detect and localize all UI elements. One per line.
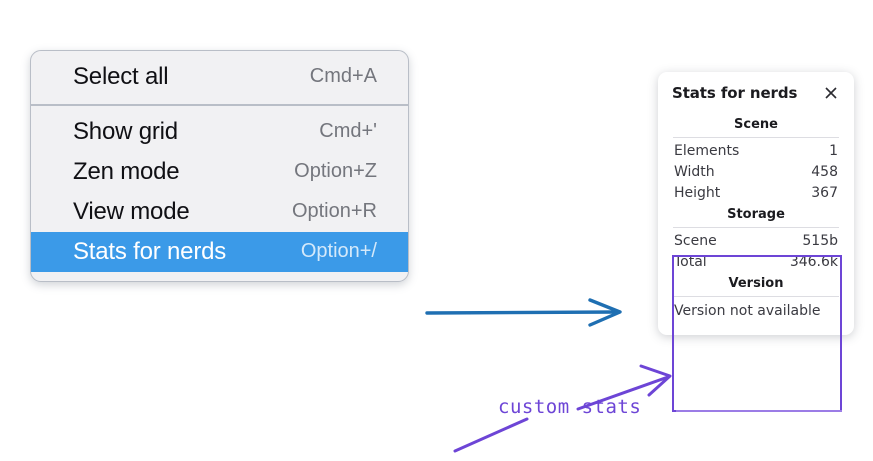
menu-item-label: Zen mode — [73, 157, 180, 185]
menu-group-2: Show grid Cmd+' Zen mode Option+Z View m… — [31, 112, 408, 272]
custom-stats-annotation-label: custom stats — [498, 396, 642, 418]
stats-row-value: 367 — [811, 185, 838, 201]
menu-item-label: Show grid — [73, 117, 178, 145]
stats-panel-title: Stats for nerds — [672, 84, 798, 102]
section-title: Storage — [727, 207, 785, 222]
stats-row: Scene 515b — [672, 231, 840, 252]
menu-item-shortcut: Option+R — [291, 200, 377, 222]
stats-row: Elements 1 — [672, 141, 840, 162]
stats-row-value: 515b — [802, 233, 838, 249]
menu-item-label: View mode — [73, 197, 190, 225]
menu-item-shortcut: Cmd+' — [319, 120, 377, 142]
menu-item-shortcut: Option+Z — [294, 160, 377, 182]
menu-item-label: Select all — [73, 62, 169, 90]
stats-row-value: 458 — [811, 164, 838, 180]
stats-row: Total 346.6k — [672, 252, 840, 273]
stats-row-value: 1 — [829, 143, 838, 159]
menu-item-shortcut: Cmd+A — [309, 65, 377, 87]
section-title: Version — [728, 276, 784, 291]
section-rule — [673, 296, 839, 297]
version-note: Version not available — [674, 303, 821, 319]
section-title: Scene — [734, 117, 778, 132]
stats-for-nerds-panel: Stats for nerds Scene Elements 1 Width 4… — [658, 72, 854, 335]
section-rule — [673, 137, 839, 138]
stats-row-label: Width — [674, 164, 715, 180]
section-rule — [673, 227, 839, 228]
stats-row-label: Elements — [674, 143, 740, 159]
stats-row-value: 346.6k — [789, 254, 838, 270]
arrow-right-icon — [425, 298, 622, 327]
underline-stroke-icon — [453, 417, 529, 453]
menu-item-stats-for-nerds[interactable]: Stats for nerds Option+/ — [31, 232, 408, 272]
menu-item-view-mode[interactable]: View mode Option+R — [31, 192, 408, 232]
stats-row-label: Total — [674, 254, 707, 270]
stats-row-label: Scene — [674, 233, 717, 249]
stats-section-version: Version Version not available — [672, 273, 840, 321]
menu-item-select-all[interactable]: Select all Cmd+A — [31, 57, 408, 97]
stats-panel-header: Stats for nerds — [672, 84, 840, 102]
stats-row-label: Height — [674, 185, 721, 201]
menu-separator — [31, 104, 408, 106]
menu-item-show-grid[interactable]: Show grid Cmd+' — [31, 112, 408, 152]
menu-item-label: Stats for nerds — [73, 237, 227, 265]
menu-item-zen-mode[interactable]: Zen mode Option+Z — [31, 152, 408, 192]
stats-section-scene: Scene Elements 1 Width 458 Height 367 — [672, 114, 840, 204]
menu-item-shortcut: Option+/ — [300, 240, 377, 262]
close-icon[interactable] — [822, 84, 840, 102]
stats-row: Height 367 — [672, 183, 840, 204]
menu-group-1: Select all Cmd+A — [31, 57, 408, 97]
context-menu: Select all Cmd+A Show grid Cmd+' Zen mod… — [30, 50, 409, 282]
stats-row: Width 458 — [672, 162, 840, 183]
stats-section-storage: Storage Scene 515b Total 346.6k — [672, 204, 840, 273]
